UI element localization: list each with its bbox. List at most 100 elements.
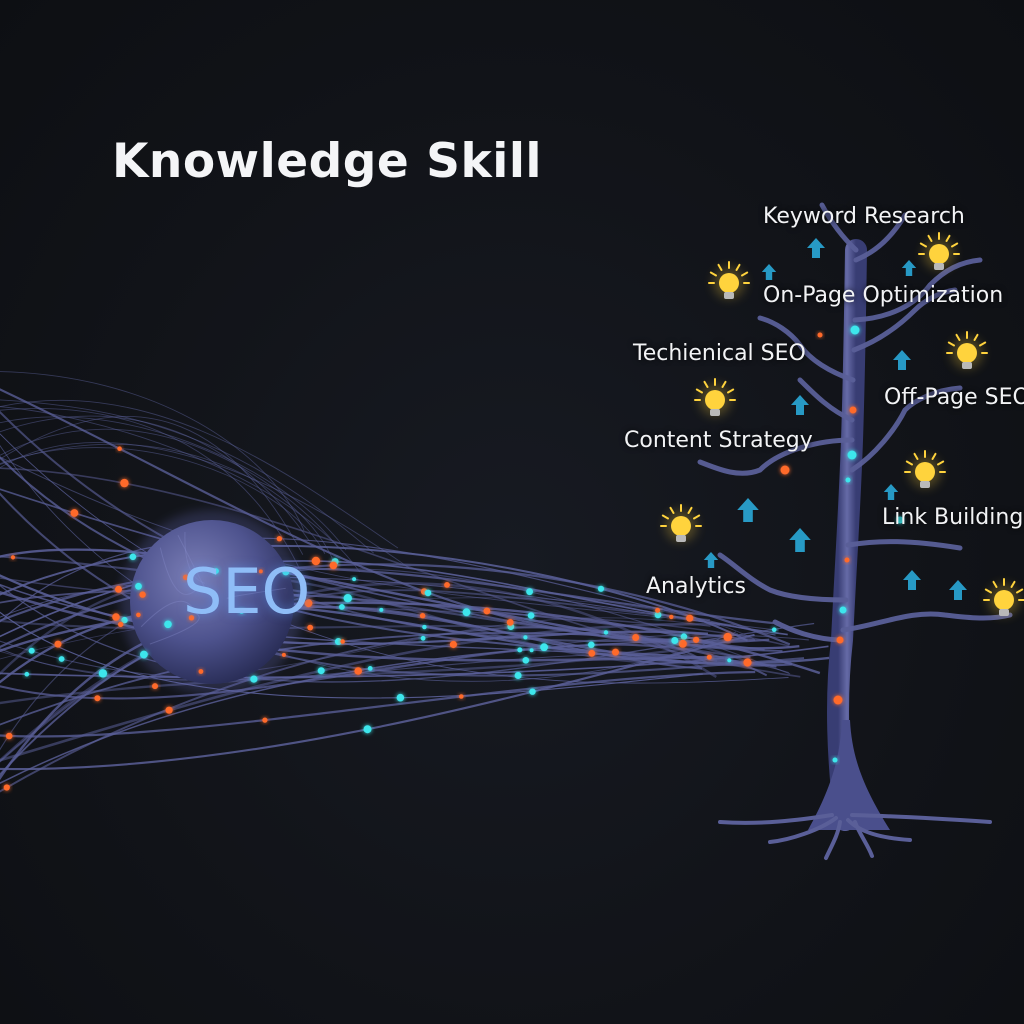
glow-node — [135, 582, 142, 590]
glow-node — [723, 632, 732, 642]
glow-node — [262, 717, 268, 723]
glow-node — [28, 647, 35, 654]
lightbulb-ray — [1010, 580, 1016, 589]
lightbulb-icon — [904, 450, 946, 488]
lightbulb-icon — [694, 378, 736, 416]
lightbulb-glass — [705, 390, 725, 410]
glow-node — [120, 478, 129, 488]
glow-node — [3, 784, 10, 791]
neural-strand — [0, 447, 326, 554]
glow-node — [588, 641, 595, 649]
lightbulb-glass — [915, 462, 935, 482]
sphere-texture — [149, 612, 200, 645]
tree-branch — [819, 202, 859, 253]
lightbulb-icon — [708, 261, 750, 299]
glow-node — [780, 465, 790, 475]
glow-node — [483, 607, 491, 615]
glow-node — [118, 621, 124, 628]
glow-node — [379, 607, 384, 612]
glow-node — [849, 406, 857, 414]
sphere-texture — [140, 600, 194, 628]
glow-node — [678, 639, 687, 648]
up-arrow-icon — [761, 264, 777, 280]
glow-node — [844, 557, 850, 563]
lightbulb-glass — [719, 273, 739, 293]
branch-label-keyword-research: Keyword Research — [763, 204, 965, 229]
core-label: SEO — [183, 555, 311, 628]
glow-node — [420, 635, 426, 641]
tree-branch — [797, 377, 855, 423]
lightbulb-ray — [955, 333, 961, 342]
lightbulb-ray — [687, 506, 693, 515]
glow-node — [213, 568, 219, 574]
tree-root — [846, 818, 912, 842]
glow-node — [836, 636, 844, 644]
lightbulb-icon — [983, 578, 1024, 616]
neural-strand — [0, 433, 789, 684]
glow-node — [462, 608, 471, 617]
lightbulb-ray — [945, 234, 951, 243]
neural-strand — [0, 573, 718, 676]
neural-strand — [0, 597, 754, 660]
neural-strands — [0, 371, 830, 793]
glow-node — [282, 568, 290, 576]
tree-branch — [853, 212, 908, 263]
tree-branch — [851, 287, 958, 353]
branch-label-technical-seo: Techienical SEO — [633, 341, 806, 366]
neural-strand — [0, 399, 374, 554]
glow-node — [523, 635, 528, 640]
lightbulb-ray — [692, 514, 701, 520]
branch-label-on-page-optimization: On-Page Optimization — [763, 283, 1004, 308]
lightbulb-ray — [721, 380, 727, 389]
sphere-texture — [177, 534, 207, 592]
glow-node — [98, 669, 108, 678]
lightbulb-base — [724, 292, 734, 299]
glow-node — [847, 450, 857, 460]
glow-node — [896, 516, 904, 524]
glow-node — [706, 654, 712, 660]
neural-strand — [0, 399, 399, 549]
tree-root — [824, 820, 842, 860]
tree-branch — [772, 619, 846, 643]
neural-strand — [0, 442, 410, 569]
neural-strand — [0, 456, 779, 631]
lightbulb-ray — [984, 588, 993, 594]
tree-branch — [849, 385, 963, 473]
lightbulb-ray — [913, 452, 919, 461]
glow-node — [258, 569, 263, 574]
glow-node — [276, 536, 283, 542]
neural-strand — [0, 371, 305, 531]
glow-node — [419, 613, 426, 619]
glow-node — [165, 706, 173, 714]
up-arrow-icon — [949, 580, 967, 600]
glow-node — [771, 627, 777, 632]
branch-label-off-page-seo: Off-Page SEO — [884, 385, 1024, 410]
branch-label-link-building: Link Building — [882, 505, 1024, 530]
glow-node — [655, 607, 661, 613]
glow-node — [506, 619, 514, 626]
glow-node — [140, 650, 148, 659]
glow-node — [669, 614, 674, 620]
glow-node — [329, 561, 338, 570]
glow-node — [363, 725, 372, 734]
neural-strand — [0, 407, 301, 571]
glow-node — [597, 585, 605, 592]
idea-icons — [660, 232, 1024, 616]
lightbulb-base — [962, 362, 972, 369]
neural-strand — [0, 590, 751, 662]
glow-node — [603, 630, 609, 635]
lightbulb-ray — [1015, 588, 1024, 594]
lightbulb-ray — [973, 333, 979, 342]
glow-node — [517, 647, 523, 653]
tree-root — [853, 820, 874, 858]
up-arrow-icon — [903, 570, 921, 590]
glow-node — [693, 636, 700, 643]
glow-node — [183, 574, 189, 581]
lightbulb-ray — [992, 580, 998, 589]
up-arrow-icon — [789, 528, 811, 552]
branch-label-analytics: Analytics — [646, 574, 746, 599]
lightbulb-base — [710, 409, 720, 416]
lightbulb-ray — [709, 271, 718, 277]
neural-strand — [0, 563, 791, 649]
